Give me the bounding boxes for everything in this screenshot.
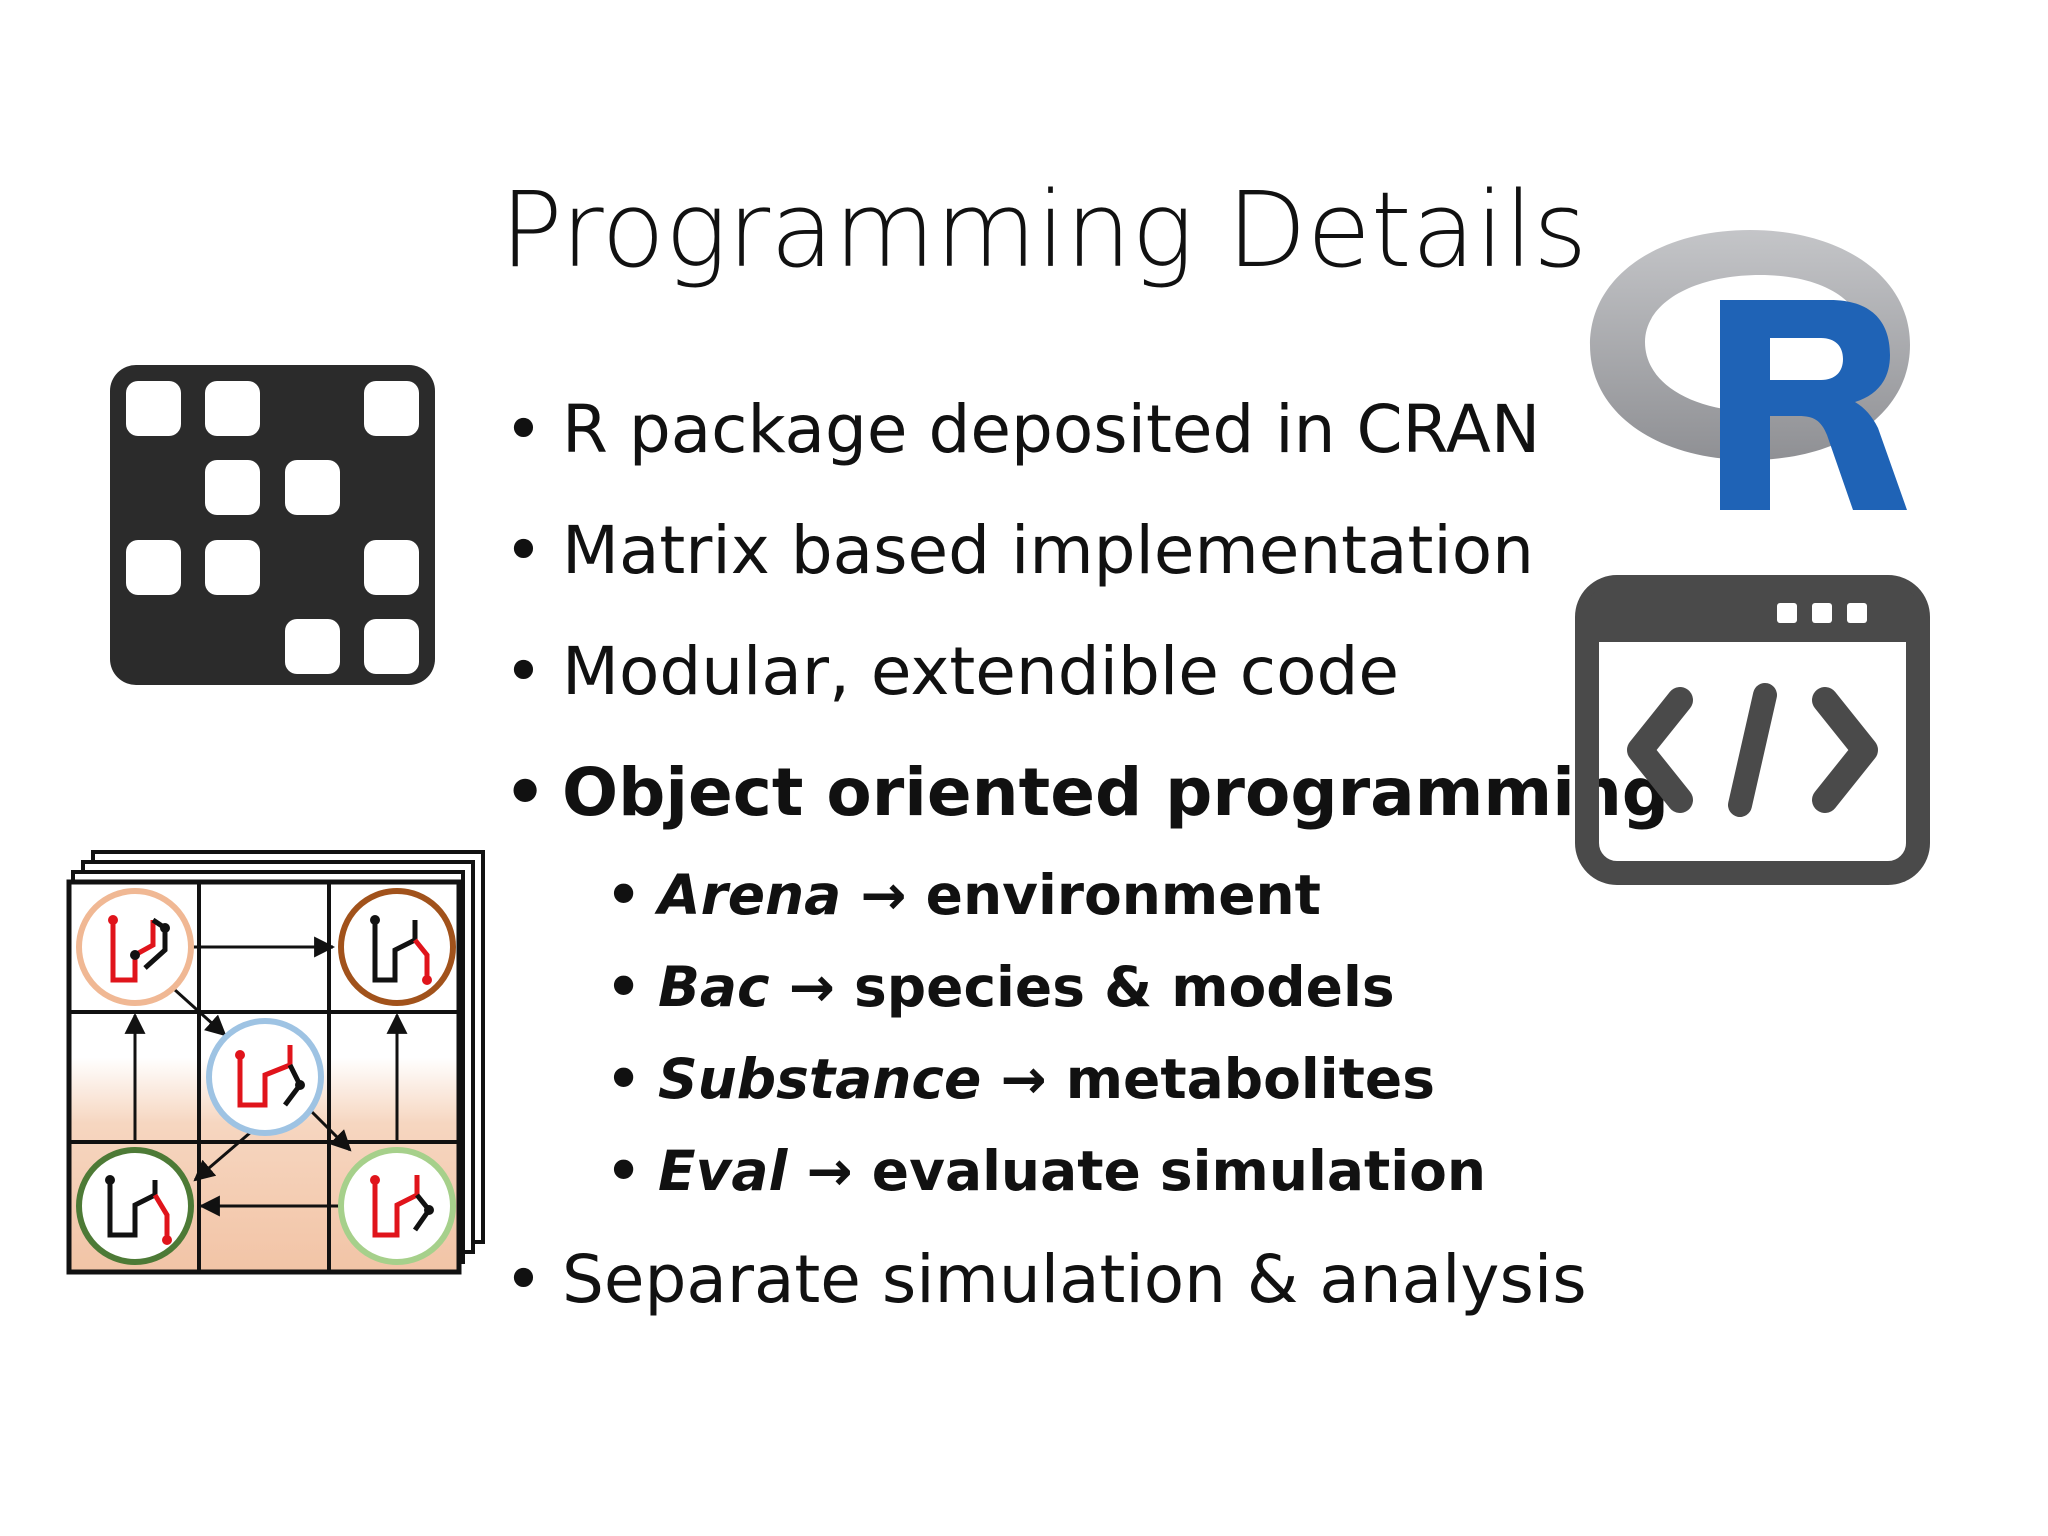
- code-window-icon: [1575, 575, 1930, 885]
- arrow-icon: →: [1000, 1047, 1047, 1111]
- bullet-dot: •: [504, 391, 543, 468]
- bullet-dot: •: [606, 1139, 642, 1203]
- bullet-text: R package deposited in CRAN: [562, 391, 1541, 468]
- class-description: evaluate simulation: [871, 1139, 1487, 1203]
- cell-circle: [206, 1018, 324, 1136]
- arena-grid-icon: [66, 850, 485, 1275]
- bullet-item: • Modular, extendible code: [500, 627, 1560, 748]
- sub-bullet-list: • Arena → environment • Bac → species & …: [500, 855, 1560, 1223]
- bullet-dot: •: [504, 754, 547, 831]
- bullet-text: Object oriented programming: [562, 754, 1670, 831]
- sub-bullet-item: • Eval → evaluate simulation: [500, 1131, 1560, 1223]
- r-logo-icon: R: [1585, 220, 1910, 510]
- cell-circle: [76, 888, 194, 1006]
- class-description: species & models: [854, 955, 1395, 1019]
- sub-bullet-item: • Substance → metabolites: [500, 1039, 1560, 1131]
- arrow-icon: →: [788, 955, 835, 1019]
- cell-circle: [338, 1147, 456, 1265]
- bullet-text: Separate simulation & analysis: [562, 1241, 1587, 1318]
- cell-circle: [76, 1147, 194, 1265]
- sub-bullet-item: • Bac → species & models: [500, 947, 1560, 1039]
- class-name: Arena: [658, 863, 842, 927]
- bullet-item: • Matrix based implementation: [500, 506, 1560, 627]
- matrix-grid-icon: [110, 365, 435, 685]
- bullet-item: • R package deposited in CRAN: [500, 385, 1560, 506]
- arrow-icon: →: [860, 863, 907, 927]
- slide-title: Programming Details: [500, 169, 1588, 291]
- bullet-dot: •: [504, 1241, 543, 1318]
- sub-bullet-item: • Arena → environment: [500, 855, 1560, 947]
- r-logo-letter: R: [1585, 220, 1586, 221]
- bullet-text: Matrix based implementation: [562, 512, 1534, 589]
- class-description: metabolites: [1065, 1047, 1435, 1111]
- class-name: Eval: [658, 1139, 788, 1203]
- bullet-list: • R package deposited in CRAN • Matrix b…: [500, 385, 1669, 1356]
- class-description: environment: [925, 863, 1321, 927]
- class-name: Substance: [658, 1047, 982, 1111]
- bullet-text: Modular, extendible code: [562, 633, 1399, 710]
- bullet-dot: •: [504, 633, 543, 710]
- bullet-item: • Object oriented programming: [500, 748, 1669, 869]
- bullet-dot: •: [606, 955, 642, 1019]
- bullet-dot: •: [606, 863, 642, 927]
- bullet-dot: •: [606, 1047, 642, 1111]
- cell-circle: [338, 888, 456, 1006]
- class-name: Bac: [658, 955, 770, 1019]
- arrow-icon: →: [806, 1139, 853, 1203]
- bullet-item: • Separate simulation & analysis: [500, 1235, 1587, 1356]
- bullet-dot: •: [504, 512, 543, 589]
